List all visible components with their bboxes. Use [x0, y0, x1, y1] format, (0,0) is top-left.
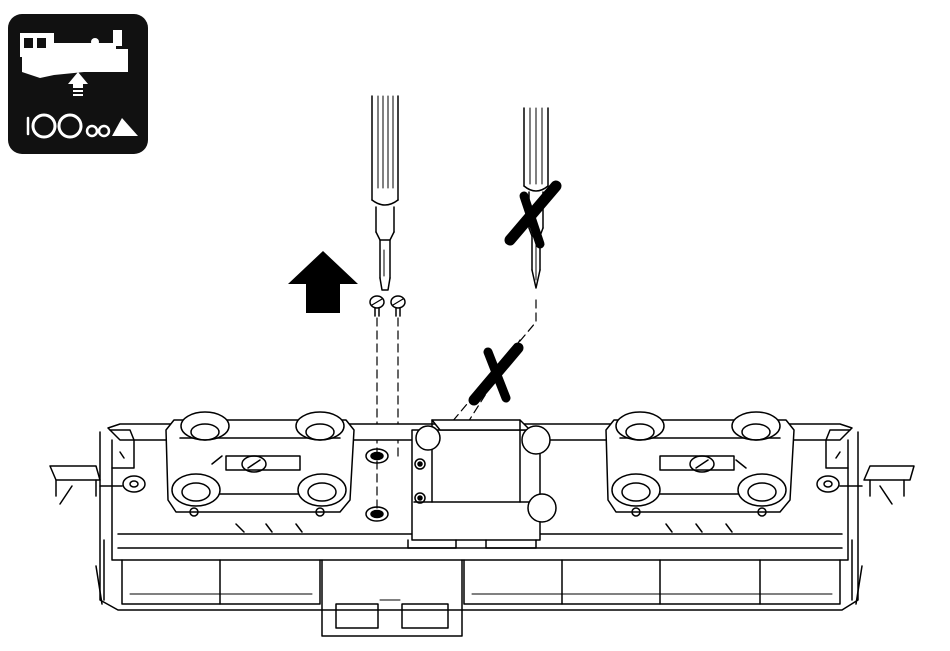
wrong-mark-icon [510, 186, 556, 244]
bogie-left [166, 412, 354, 532]
flat-screwdriver-icon [372, 96, 398, 290]
bogie-right [606, 412, 794, 532]
wrong-mark-icon [474, 348, 518, 400]
screw-icon [370, 296, 405, 316]
steam-locomotive-icon [8, 14, 148, 154]
up-arrow-icon [288, 251, 358, 313]
coupler-left [50, 430, 145, 504]
screw-guide-lines [377, 318, 398, 512]
coupler-right [817, 430, 914, 504]
